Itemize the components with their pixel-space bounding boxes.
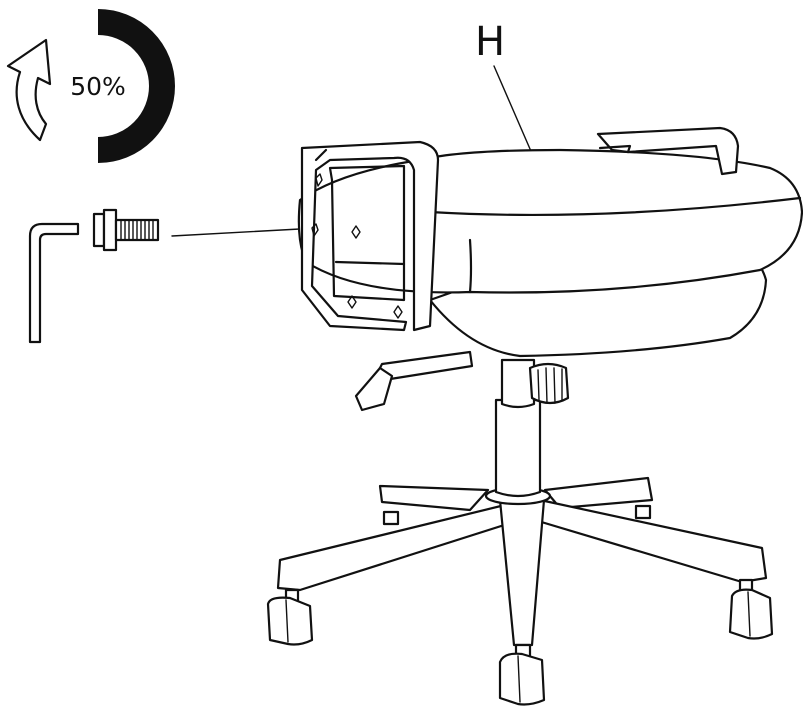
bolt-icon: [92, 208, 160, 252]
bolt-leader-line: [171, 227, 319, 237]
caster: [498, 643, 546, 706]
armrest-bracket-rear: [596, 126, 740, 176]
caster: [266, 588, 314, 646]
tension-knob: [528, 362, 570, 405]
office-chair: [266, 126, 803, 706]
caster: [634, 504, 652, 520]
casters: [266, 504, 774, 706]
gas-cylinder: [494, 358, 542, 498]
caster: [728, 578, 774, 640]
torque-ring-progress: [97, 9, 175, 163]
height-lever: [354, 350, 474, 412]
part-label: H: [475, 19, 505, 65]
caster: [382, 510, 400, 526]
chair-base: [276, 476, 768, 647]
rotate-arrow-icon: [6, 38, 52, 142]
torque-percent-label: 50%: [70, 72, 126, 101]
torque-indicator: 50%: [6, 9, 175, 163]
armrest-bracket: [300, 140, 440, 332]
allen-key-icon: [28, 222, 80, 344]
